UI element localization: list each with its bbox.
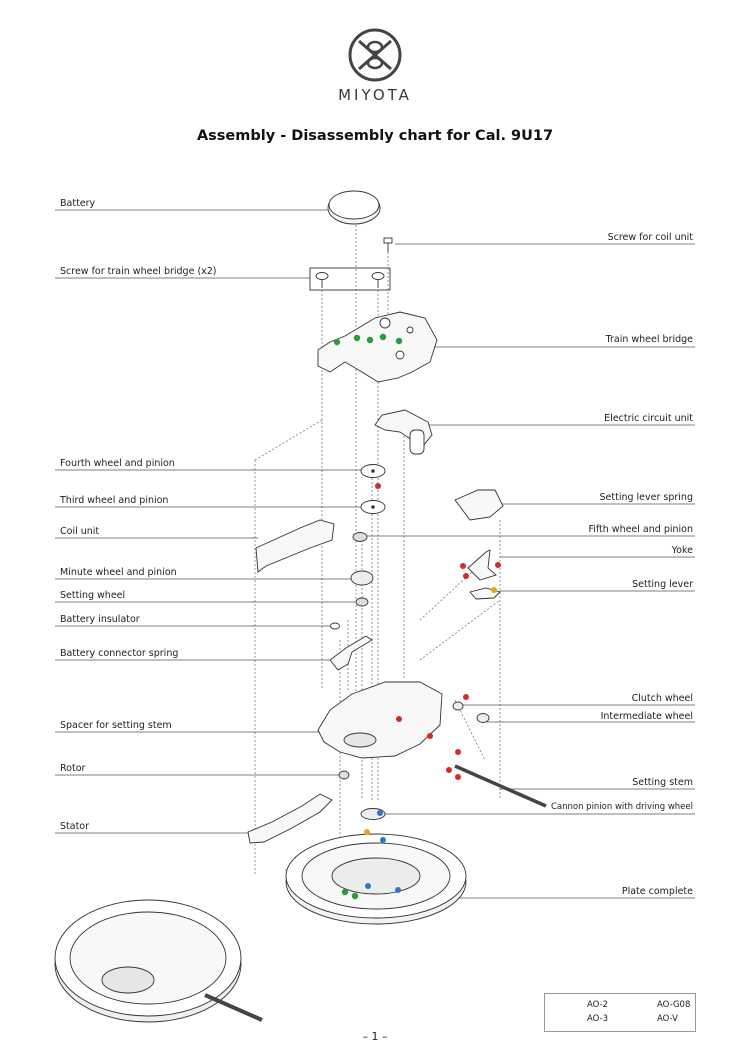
label-intermediate-wheel: Intermediate wheel: [600, 711, 693, 722]
intermediate-wheel-part: [476, 713, 490, 723]
miyota-logo-icon: [348, 28, 402, 82]
label-minute-wheel: Minute wheel and pinion: [60, 567, 177, 578]
label-setting-lever: Setting lever: [632, 579, 693, 590]
label-setting-lever-spring: Setting lever spring: [599, 492, 694, 503]
coil-screw-part: [383, 237, 393, 252]
label-stator: Stator: [60, 821, 90, 832]
label-coil-unit: Coil unit: [60, 526, 100, 537]
setting-wheel-part: [355, 597, 369, 607]
fourth-wheel-part: [360, 464, 386, 478]
leader-lines-right: [362, 243, 695, 899]
leader-lines-left: [55, 209, 362, 834]
label-rotor: Rotor: [60, 763, 86, 774]
page-title: Assembly - Disassembly chart for Cal. 9U…: [196, 128, 554, 144]
label-third-wheel: Third wheel and pinion: [60, 495, 169, 506]
label-clutch-wheel: Clutch wheel: [631, 693, 693, 704]
label-screw-train-bridge: Screw for train wheel bridge (x2): [60, 266, 217, 277]
legend-label-ao2: AO-2: [587, 1000, 609, 1010]
label-train-wheel-bridge: Train wheel bridge: [605, 334, 693, 345]
minute-wheel-part: [350, 570, 374, 586]
label-plate-complete: Plate complete: [621, 886, 693, 897]
bridge-screws-part: [309, 267, 391, 291]
label-battery-insulator: Battery insulator: [60, 614, 140, 625]
label-fourth-wheel: Fourth wheel and pinion: [60, 458, 175, 469]
label-setting-stem: Setting stem: [632, 777, 693, 788]
battery-connector-spring-part: [329, 635, 373, 671]
label-screw-coil-unit: Screw for coil unit: [607, 232, 693, 243]
label-spacer-setting-stem: Spacer for setting stem: [60, 720, 172, 731]
setting-stem-part: [454, 764, 547, 808]
label-battery-connector-spring: Battery connector spring: [60, 648, 179, 659]
lubrication-markers: [333, 333, 501, 900]
third-wheel-part: [360, 500, 386, 514]
rotor-part: [338, 770, 350, 780]
battery-insulator-part: [330, 622, 340, 630]
brand-name: MIYOTA: [338, 86, 412, 104]
movement-assembly-part: [317, 681, 443, 759]
page-number: – 1 –: [362, 1030, 388, 1043]
legend-label-ao3: AO-3: [587, 1014, 609, 1024]
label-battery: Battery: [60, 198, 96, 209]
label-cannon-pinion: Cannon pinion with driving wheel: [550, 802, 693, 812]
assembled-movement-illustration: [54, 899, 263, 1023]
setting-lever-spring-part: [454, 489, 504, 521]
fifth-wheel-part: [352, 532, 368, 542]
battery-part: [327, 190, 381, 225]
yoke-part: [467, 549, 497, 581]
plate-complete-part: [285, 833, 467, 925]
label-electric-circuit-unit: Electric circuit unit: [604, 413, 693, 424]
legend-box: AO-2 AO-G08 AO-3 AO-V: [544, 993, 696, 1032]
label-setting-wheel: Setting wheel: [60, 590, 126, 601]
legend-label-aov: AO-V: [657, 1014, 678, 1024]
label-yoke: Yoke: [671, 545, 693, 556]
label-fifth-wheel: Fifth wheel and pinion: [588, 524, 693, 535]
train-wheel-bridge-part: [317, 311, 438, 383]
clutch-wheel-part: [452, 701, 464, 711]
coil-unit-part: [255, 519, 335, 573]
legend-label-aog08: AO-G08: [657, 1000, 691, 1010]
stator-part: [247, 793, 333, 844]
circuit-unit-part: [374, 409, 433, 455]
